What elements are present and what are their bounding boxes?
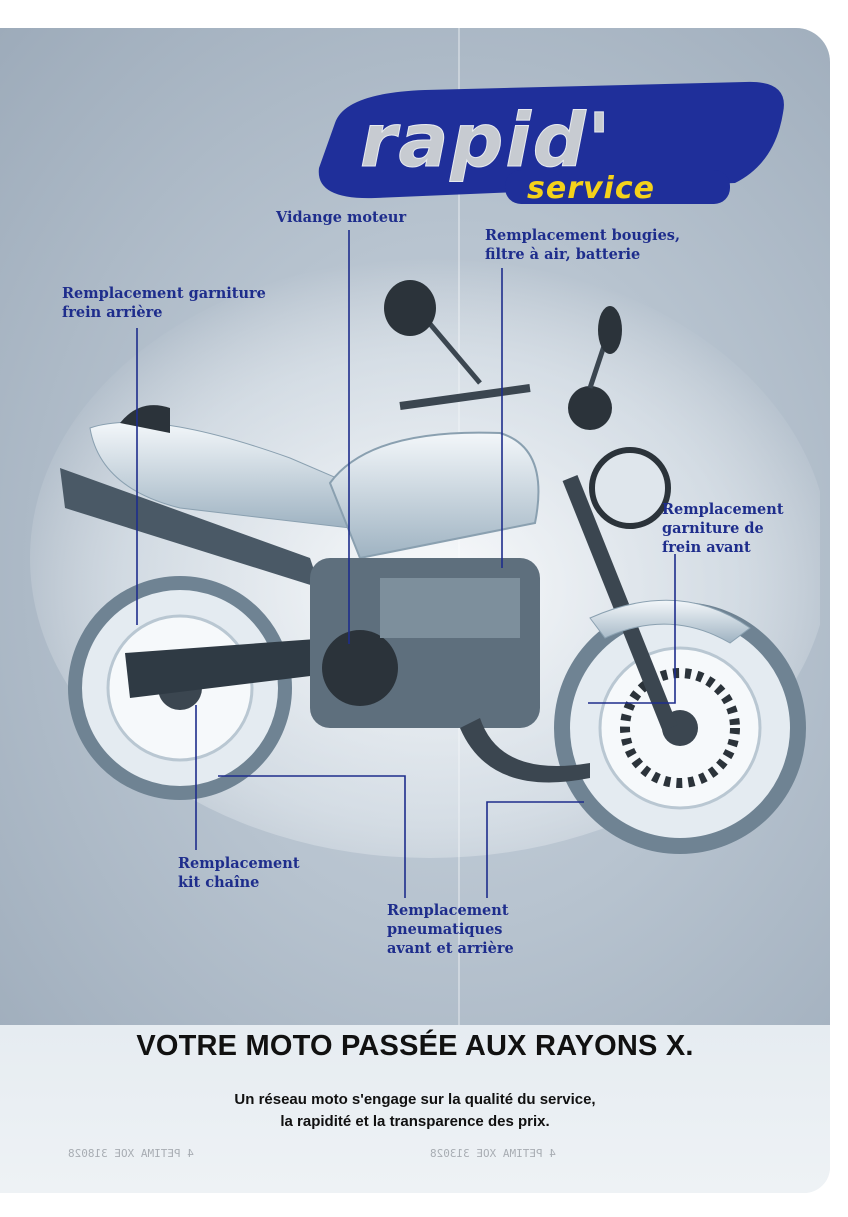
left-mirror	[384, 280, 436, 336]
print-code-right: 4 PETIMA XOE 313028	[430, 1147, 556, 1160]
logo-wordmark: rapid'	[360, 98, 612, 184]
grab-rail	[120, 405, 170, 433]
caption-band	[0, 1025, 830, 1193]
print-code-left: 4 PETIMA XOE 318028	[68, 1147, 194, 1160]
exhaust-pipe	[60, 468, 320, 588]
callout-pneumatiques: Remplacement pneumatiques avant et arriè…	[387, 902, 514, 957]
front-wheel	[554, 602, 806, 854]
engine	[310, 558, 590, 783]
xray-motorcycle-photo: rapid' service	[0, 28, 830, 1025]
instrument-cluster	[568, 386, 612, 430]
right-mirror	[598, 306, 622, 354]
callout-vidange-moteur: Vidange moteur	[276, 209, 407, 226]
fuel-tank	[328, 431, 540, 560]
brochure-page: rapid' service	[0, 28, 830, 1193]
headlight	[589, 447, 671, 529]
headline: VOTRE MOTO PASSÉE AUX RAYONS X.	[136, 1030, 694, 1062]
swingarm	[125, 638, 335, 698]
logo-tagline-pill	[505, 170, 730, 204]
subline: Un réseau moto s'engage sur la qualité d…	[234, 1091, 596, 1130]
logo-swoosh	[318, 81, 784, 199]
motorcycle-illustration	[30, 258, 820, 858]
logo-tagline: service	[527, 171, 655, 206]
callout-frein-avant: Remplacement garniture de frein avant	[662, 501, 784, 556]
callout-frein-arriere: Remplacement garniture frein arrière	[62, 285, 266, 321]
callout-kit-chaine: Remplacement kit chaîne	[178, 855, 300, 891]
callout-bougies-filtre-batterie: Remplacement bougies, filtre à air, batt…	[485, 227, 681, 263]
handlebar	[399, 384, 531, 410]
right-mirror-stem	[587, 342, 608, 389]
left-mirror-stem	[423, 316, 482, 385]
rapid-service-logo: rapid' service	[318, 81, 784, 206]
